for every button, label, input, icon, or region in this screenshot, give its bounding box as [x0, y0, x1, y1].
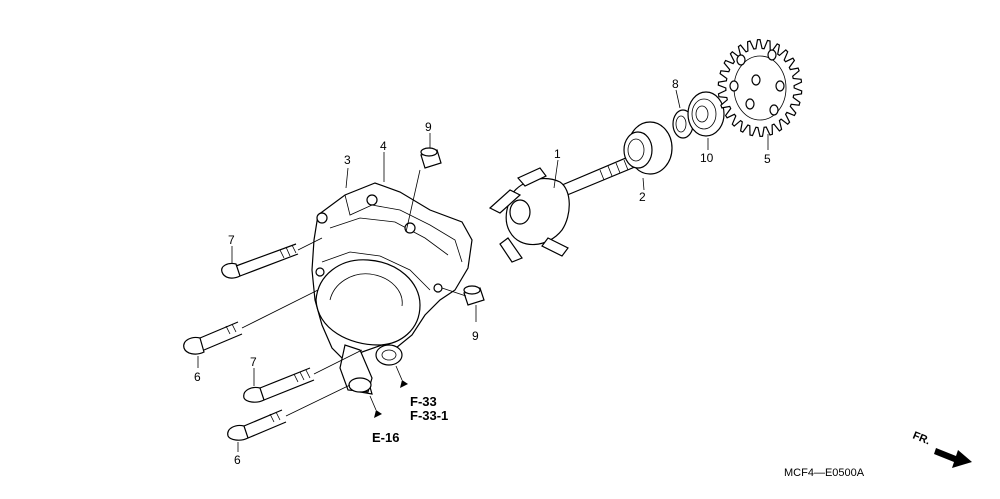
label-part-10: 10	[700, 151, 714, 165]
label-part-4: 4	[380, 139, 387, 153]
mechanical-seal	[623, 121, 673, 175]
reference-arrows	[374, 380, 408, 418]
bolt-6-upper	[183, 321, 243, 355]
leader-lines	[197, 89, 769, 452]
pump-driven-gear	[717, 38, 803, 138]
label-part-9-lower: 9	[472, 329, 479, 343]
bolt-7-upper	[221, 243, 299, 279]
label-part-7-lower: 7	[250, 355, 257, 369]
label-part-9-upper: 9	[425, 120, 432, 134]
label-part-6-upper: 6	[194, 370, 201, 384]
label-part-1: 1	[554, 147, 561, 161]
label-part-3: 3	[344, 153, 351, 167]
ball-bearing	[687, 91, 725, 137]
diagram-code: MCF4—E0500A	[784, 467, 865, 479]
bolt-7-lower	[243, 367, 315, 403]
label-part-6-lower: 6	[234, 453, 241, 467]
reference-f33: F-33	[410, 394, 437, 409]
front-arrow-icon: FR.	[911, 430, 972, 468]
label-part-8: 8	[672, 77, 679, 91]
dowel-pin-lower	[463, 285, 485, 306]
front-label: FR.	[911, 430, 932, 448]
reference-f33-1: F-33-1	[410, 408, 448, 423]
reference-e16: E-16	[372, 430, 399, 445]
label-part-2: 2	[639, 190, 646, 204]
assembly-lines	[241, 169, 467, 417]
label-part-5: 5	[764, 152, 771, 166]
dowel-pin-upper	[420, 147, 442, 169]
impeller-shaft	[488, 151, 643, 263]
bolt-6-lower	[227, 409, 287, 441]
label-part-7-upper: 7	[228, 233, 235, 247]
pump-cover	[311, 182, 473, 395]
